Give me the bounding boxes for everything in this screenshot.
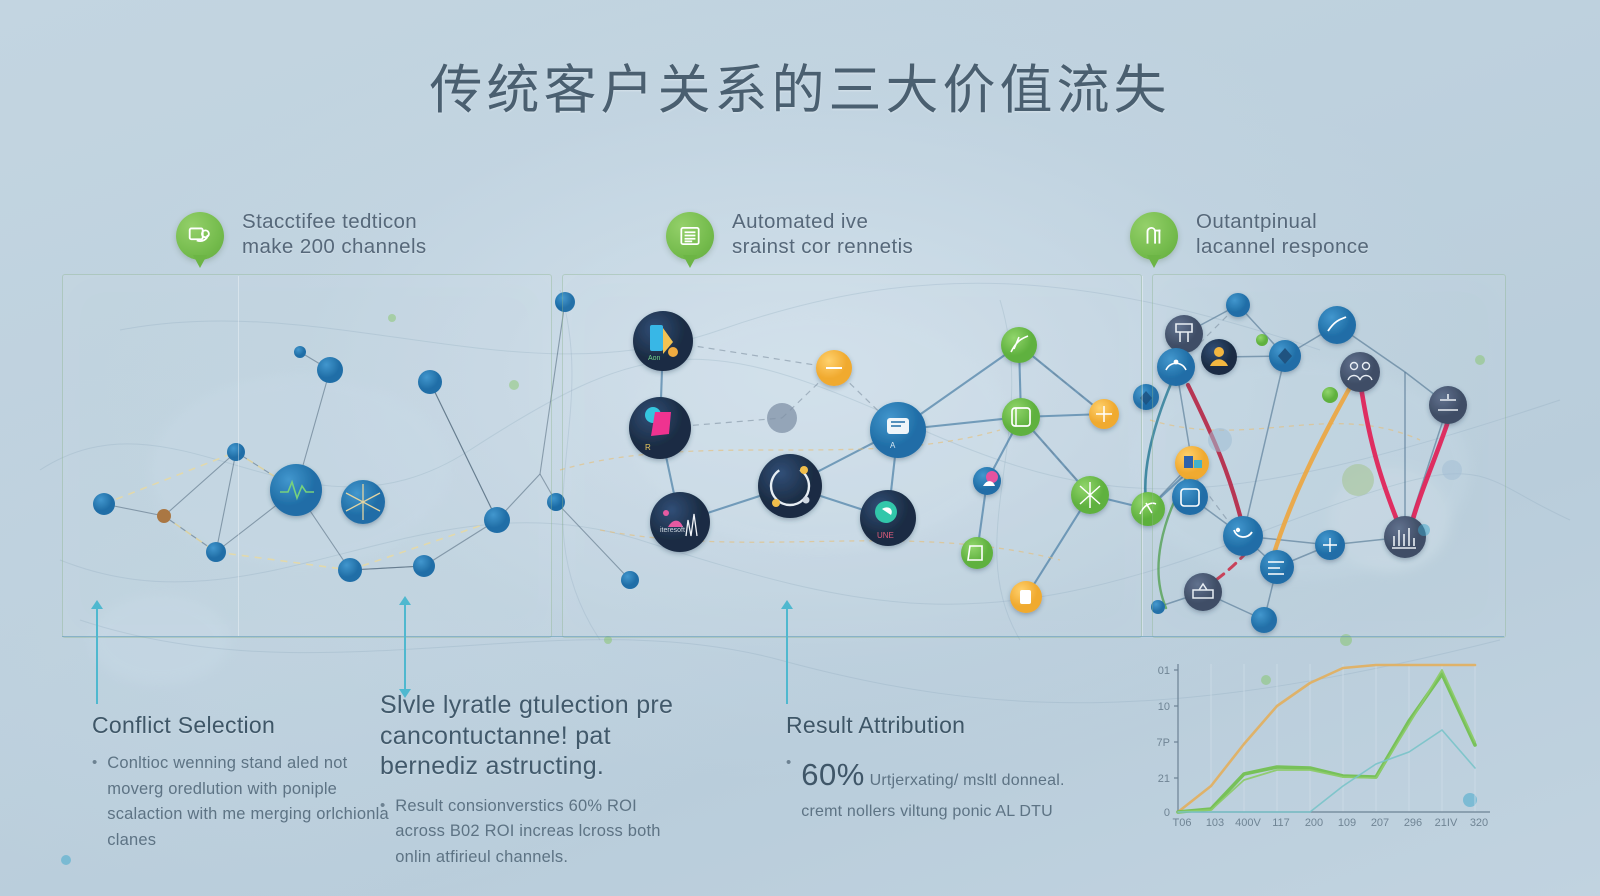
pin-line2: lacannel responce (1196, 234, 1370, 258)
pin-marker-3[interactable]: Outantpinual lacannel responce (1130, 210, 1369, 260)
svg-text:400V: 400V (1235, 817, 1261, 829)
block-result-metric: 60% (801, 757, 865, 792)
block-style-bullet: • Result consionverstics 60% ROI across … (380, 794, 690, 871)
arrow-up-1 (91, 600, 103, 704)
pin-line2: make 200 channels (242, 234, 427, 258)
block-conflict-text: Conltioc wenning stand aled not moverg o… (107, 754, 389, 849)
panel-right (1152, 274, 1506, 638)
block-conflict-heading: Conflict Selection (92, 712, 276, 738)
arch-gate-icon (1146, 226, 1161, 244)
svg-text:103: 103 (1206, 817, 1224, 829)
pin-bubble-1 (176, 212, 224, 260)
block-conflict: Conflict Selection • Conltioc wenning st… (92, 712, 392, 853)
svg-text:296: 296 (1404, 817, 1422, 829)
pin-marker-1[interactable]: Stacctifee tedticon make 200 channels (176, 210, 426, 260)
block-conflict-bullet: • Conltioc wenning stand aled not moverg… (92, 751, 392, 853)
svg-text:21IV: 21IV (1435, 817, 1458, 829)
pin-bubble-2 (666, 212, 714, 260)
chart-series (1176, 663, 1477, 814)
panel-divider-1 (238, 276, 239, 636)
panel-divider-2 (1142, 276, 1143, 636)
page-title: 传统客户关系的三大价值流失 (429, 61, 1171, 120)
svg-text:0: 0 (1164, 807, 1170, 819)
svg-text:320: 320 (1470, 817, 1488, 829)
bullet-dot: • (786, 754, 792, 771)
chart-svg: T06 103 400V 117 200 109 207 296 21IV 32… (1157, 663, 1490, 829)
mini-line-chart: T06 103 400V 117 200 109 207 296 21IV 32… (1138, 650, 1508, 846)
pin-marker-2[interactable]: Automated ive srainst cor rennetis (666, 210, 913, 260)
block-result-detail: Urtjerxating/ msltl donneal. cremt nolle… (801, 772, 1065, 821)
block-result-text: 60% Urtjerxating/ msltl donneal. cremt n… (801, 751, 1086, 825)
chart-axes (1174, 664, 1490, 813)
pin-line1: Outantpinual (1196, 210, 1318, 233)
svg-text:200: 200 (1305, 817, 1323, 829)
pin-bubble-3 (1130, 212, 1178, 260)
block-style: Slvle lyratle gtulection pre cancontucta… (380, 690, 690, 870)
svg-text:7P: 7P (1157, 737, 1170, 749)
pin-text-3: Outantpinual lacannel responce (1196, 210, 1526, 259)
chart-yticks: 0 21 7P 10 01 (1157, 665, 1170, 819)
pin-text-1: Stacctifee tedticon make 200 channels (242, 210, 572, 259)
block-style-text: Result consionverstics 60% ROI across B0… (395, 796, 661, 866)
svg-text:109: 109 (1338, 817, 1356, 829)
svg-text:117: 117 (1272, 817, 1290, 829)
block-result-heading: Result Attribution (786, 712, 966, 738)
arrow-up-3 (781, 600, 793, 704)
pin-text-2: Automated ive srainst cor rennetis (732, 210, 1062, 259)
block-style-heading: Slvle lyratle gtulection pre cancontucta… (380, 691, 674, 780)
svg-text:21: 21 (1158, 773, 1170, 785)
bullet-dot: • (380, 796, 386, 814)
arrow-double-2 (399, 596, 411, 698)
bullet-dot: • (92, 754, 98, 771)
svg-text:T06: T06 (1173, 817, 1192, 829)
list-document-icon (680, 227, 700, 245)
panel-middle (562, 274, 1142, 638)
pin-line1: Stacctifee tedticon (242, 210, 418, 233)
svg-text:01: 01 (1158, 665, 1170, 677)
block-result: Result Attribution • 60% Urtjerxating/ m… (786, 712, 1086, 825)
panel-left (62, 274, 552, 638)
svg-text:207: 207 (1371, 817, 1389, 829)
pin-line1: Automated ive (732, 210, 869, 233)
chart-xticks: T06 103 400V 117 200 109 207 296 21IV 32… (1173, 817, 1489, 829)
block-result-bullet: • 60% Urtjerxating/ msltl donneal. cremt… (786, 751, 1086, 825)
pin-line2: srainst cor rennetis (732, 234, 914, 258)
screen-share-icon (188, 227, 210, 242)
timeline-divider (62, 636, 1504, 637)
svg-text:10: 10 (1158, 701, 1170, 713)
